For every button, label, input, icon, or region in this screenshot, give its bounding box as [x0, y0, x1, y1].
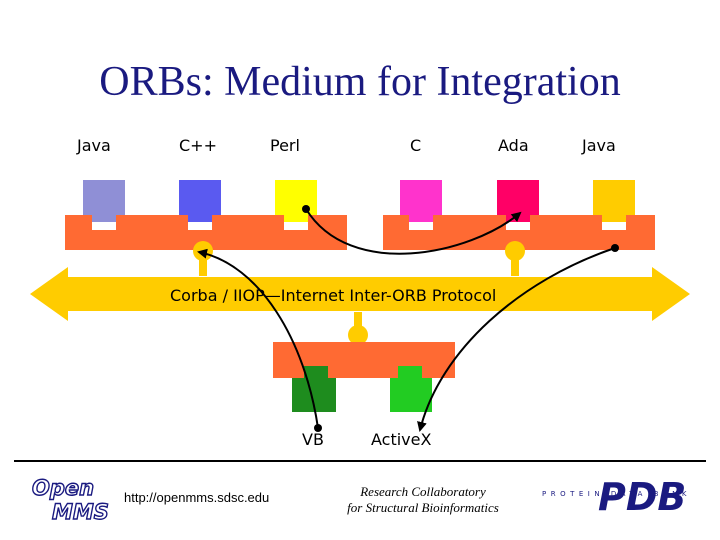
svg-text:Open: Open — [32, 476, 94, 500]
cpp-client-block — [179, 180, 221, 222]
svg-text:MMS: MMS — [52, 500, 109, 524]
bus-connector-right-knob — [505, 241, 525, 261]
svg-text:PROTEIN DATA BANK: PROTEIN DATA BANK — [542, 490, 691, 498]
org-name-line-2: for Structural Bioinformatics — [347, 500, 499, 515]
java-client-block-1 — [83, 180, 125, 222]
language-label-perl: Perl — [270, 136, 300, 155]
orb-bar-right — [383, 215, 655, 250]
invocation-arrow-java-to-activex — [417, 247, 616, 432]
activex-component-block — [390, 366, 432, 412]
orb-bar-left — [65, 215, 347, 250]
svg-text:PDB: PDB — [598, 475, 686, 518]
vb-component-block — [292, 366, 336, 412]
component-label-vb: VB — [302, 430, 324, 449]
invocation-origin-perl — [302, 205, 310, 213]
slide-title: ORBs: Medium for Integration — [99, 59, 621, 105]
language-label-cpp: C++ — [179, 136, 217, 155]
invocation-origin-vb — [314, 424, 322, 432]
pdb-logo: PDB PROTEIN DATA BANK — [542, 475, 691, 518]
orb-bar-bottom — [273, 342, 455, 378]
bus-connector-bottom-knob — [348, 325, 368, 345]
language-label-java-1: Java — [77, 136, 111, 155]
language-label-java-2: Java — [582, 136, 616, 155]
iiop-bus-arrow — [30, 267, 690, 321]
language-label-ada: Ada — [498, 136, 529, 155]
invocation-arrow-perl-to-ada — [305, 208, 522, 255]
org-name-line-1: Research Collaboratory — [360, 484, 486, 499]
project-url: http://openmms.sdsc.edu — [124, 490, 270, 505]
language-label-c: C — [410, 136, 422, 155]
java-client-block-2 — [593, 180, 635, 222]
component-label-activex: ActiveX — [371, 430, 432, 449]
invocation-origin-java — [611, 244, 619, 252]
protocol-label: Corba / IIOP—Internet Inter-ORB Protocol — [170, 286, 497, 305]
openmms-logo: Open MMS — [31, 475, 109, 524]
invocation-arrow-vb-to-cpp — [197, 248, 319, 429]
c-client-block — [400, 180, 442, 222]
ada-client-block — [497, 180, 539, 222]
bus-connector-left-knob — [193, 241, 213, 261]
